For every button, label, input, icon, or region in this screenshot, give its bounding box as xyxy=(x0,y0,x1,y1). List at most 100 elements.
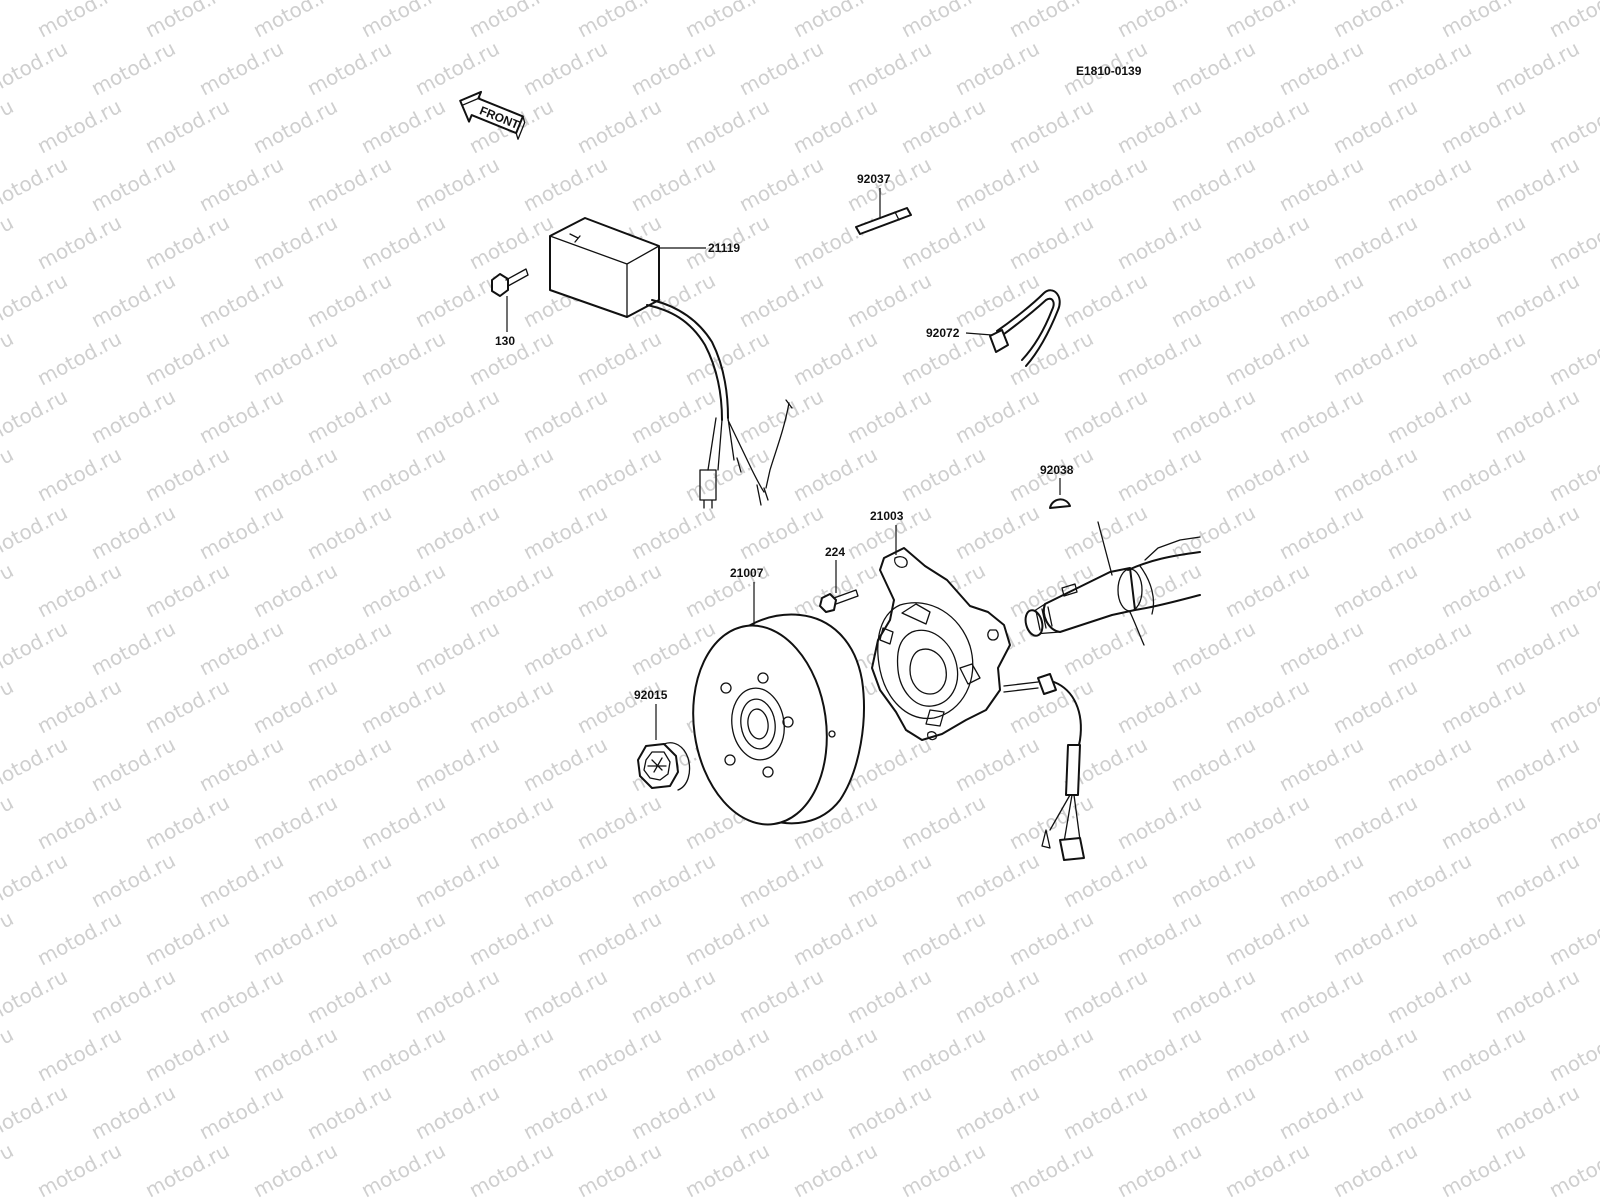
watermark-text: motod.ru xyxy=(249,674,341,738)
watermark-text: motod.ru xyxy=(951,848,1043,912)
watermark-text: motod.ru xyxy=(141,1022,233,1086)
watermark-text: motod.ru xyxy=(0,790,17,854)
watermark-text: motod.ru xyxy=(735,848,827,912)
watermark-text: motod.ru xyxy=(897,1138,989,1200)
watermark-text: motod.ru xyxy=(627,152,719,216)
watermark-text: motod.ru xyxy=(1329,674,1421,738)
watermark-text: motod.ru xyxy=(789,1138,881,1200)
diagram-code: E1810-0139 xyxy=(1076,64,1142,78)
watermark-text: motod.ru xyxy=(33,906,125,970)
watermark-text: motod.ru xyxy=(141,442,233,506)
watermark-text: motod.ru xyxy=(1167,1196,1259,1200)
watermark-text: motod.ru xyxy=(195,152,287,216)
watermark-text: motod.ru xyxy=(573,906,665,970)
flywheel-21007 xyxy=(692,613,865,826)
watermark-text: motod.ru xyxy=(627,1080,719,1144)
watermark-text: motod.ru xyxy=(627,500,719,564)
watermark-text: motod.ru xyxy=(951,1080,1043,1144)
watermark-text: motod.ru xyxy=(1437,1138,1529,1200)
watermark-text: motod.ru xyxy=(519,848,611,912)
watermark-text: motod.ru xyxy=(1221,94,1313,158)
watermark-text: motod.ru xyxy=(1329,0,1421,42)
watermark-text: motod.ru xyxy=(195,384,287,448)
watermark-text: motod.ru xyxy=(1383,384,1475,448)
watermark-text: motod.ru xyxy=(465,210,557,274)
watermark-text: motod.ru xyxy=(141,210,233,274)
watermark-text: motod.ru xyxy=(1275,268,1367,332)
watermark-text: motod.ru xyxy=(1167,732,1259,796)
watermark-text: motod.ru xyxy=(195,500,287,564)
watermark-text: motod.ru xyxy=(1221,210,1313,274)
watermark-text: motod.ru xyxy=(1437,790,1529,854)
watermark-text: motod.ru xyxy=(1005,94,1097,158)
watermark-text: motod.ru xyxy=(87,500,179,564)
watermark-text: motod.ru xyxy=(1113,94,1205,158)
watermark-text: motod.ru xyxy=(573,442,665,506)
watermark-text: motod.ru xyxy=(465,0,557,42)
watermark-text: motod.ru xyxy=(1545,1022,1600,1086)
watermark-text: motod.ru xyxy=(789,0,881,42)
watermark-text: motod.ru xyxy=(843,36,935,100)
watermark-text: motod.ru xyxy=(1167,1080,1259,1144)
watermark-text: motod.ru xyxy=(1437,94,1529,158)
watermark-text: motod.ru xyxy=(465,674,557,738)
watermark-text: motod.ru xyxy=(1275,152,1367,216)
watermark-text: motod.ru xyxy=(87,152,179,216)
watermark-text: motod.ru xyxy=(735,500,827,564)
watermark-text: motod.ru xyxy=(1383,616,1475,680)
watermark-text: motod.ru xyxy=(1167,384,1259,448)
watermark-text: motod.ru xyxy=(1383,1196,1475,1200)
watermark-text: motod.ru xyxy=(1005,790,1097,854)
watermark-text: motod.ru xyxy=(411,36,503,100)
watermark-text: motod.ru xyxy=(573,1022,665,1086)
watermark-text: motod.ru xyxy=(573,326,665,390)
watermark-text: motod.ru xyxy=(897,210,989,274)
watermark-text: motod.ru xyxy=(1491,500,1583,564)
watermark-text: motod.ru xyxy=(1221,906,1313,970)
watermark-text: motod.ru xyxy=(951,1196,1043,1200)
watermark-text: motod.ru xyxy=(1221,326,1313,390)
watermark-text: motod.ru xyxy=(1059,268,1151,332)
watermark-text: motod.ru xyxy=(1491,1080,1583,1144)
watermark-text: motod.ru xyxy=(249,94,341,158)
label-130: 130 xyxy=(495,334,515,348)
watermark-text: motod.ru xyxy=(0,500,71,564)
watermark-text: motod.ru xyxy=(1113,906,1205,970)
watermark-text: motod.ru xyxy=(897,906,989,970)
watermark-text: motod.ru xyxy=(303,500,395,564)
watermark-text: motod.ru xyxy=(1059,384,1151,448)
watermark-text: motod.ru xyxy=(843,268,935,332)
watermark-text: motod.ru xyxy=(195,964,287,1028)
watermark-text: motod.ru xyxy=(897,94,989,158)
watermark-text: motod.ru xyxy=(1491,848,1583,912)
watermark-text: motod.ru xyxy=(87,848,179,912)
watermark-text: motod.ru xyxy=(0,94,17,158)
watermark-text: motod.ru xyxy=(141,906,233,970)
watermark-text: motod.ru xyxy=(627,964,719,1028)
watermark-text: motod.ru xyxy=(681,1022,773,1086)
watermark-text: motod.ru xyxy=(627,36,719,100)
watermark-text: motod.ru xyxy=(897,1022,989,1086)
watermark-text: motod.ru xyxy=(1005,1022,1097,1086)
watermark-text: motod.ru xyxy=(303,616,395,680)
watermark-text: motod.ru xyxy=(1545,906,1600,970)
nut-92015 xyxy=(637,742,691,791)
watermark-text: motod.ru xyxy=(0,152,71,216)
crankshaft xyxy=(1024,521,1201,646)
label-224: 224 xyxy=(825,545,845,559)
watermark-text: motod.ru xyxy=(0,964,71,1028)
watermark-text: motod.ru xyxy=(33,442,125,506)
watermark-text: motod.ru xyxy=(1545,0,1600,42)
watermark-text: motod.ru xyxy=(519,964,611,1028)
watermark-text: motod.ru xyxy=(735,268,827,332)
watermark-text: motod.ru xyxy=(1545,326,1600,390)
watermark-text: motod.ru xyxy=(303,36,395,100)
watermark-text: motod.ru xyxy=(1113,1022,1205,1086)
watermark-text: motod.ru xyxy=(1005,0,1097,42)
watermark-text: motod.ru xyxy=(951,964,1043,1028)
watermark-text: motod.ru xyxy=(1275,500,1367,564)
watermark-text: motod.ru xyxy=(141,558,233,622)
watermark-text: motod.ru xyxy=(1005,906,1097,970)
watermark-text: motod.ru xyxy=(1383,732,1475,796)
watermark-text: motod.ru xyxy=(0,558,17,622)
